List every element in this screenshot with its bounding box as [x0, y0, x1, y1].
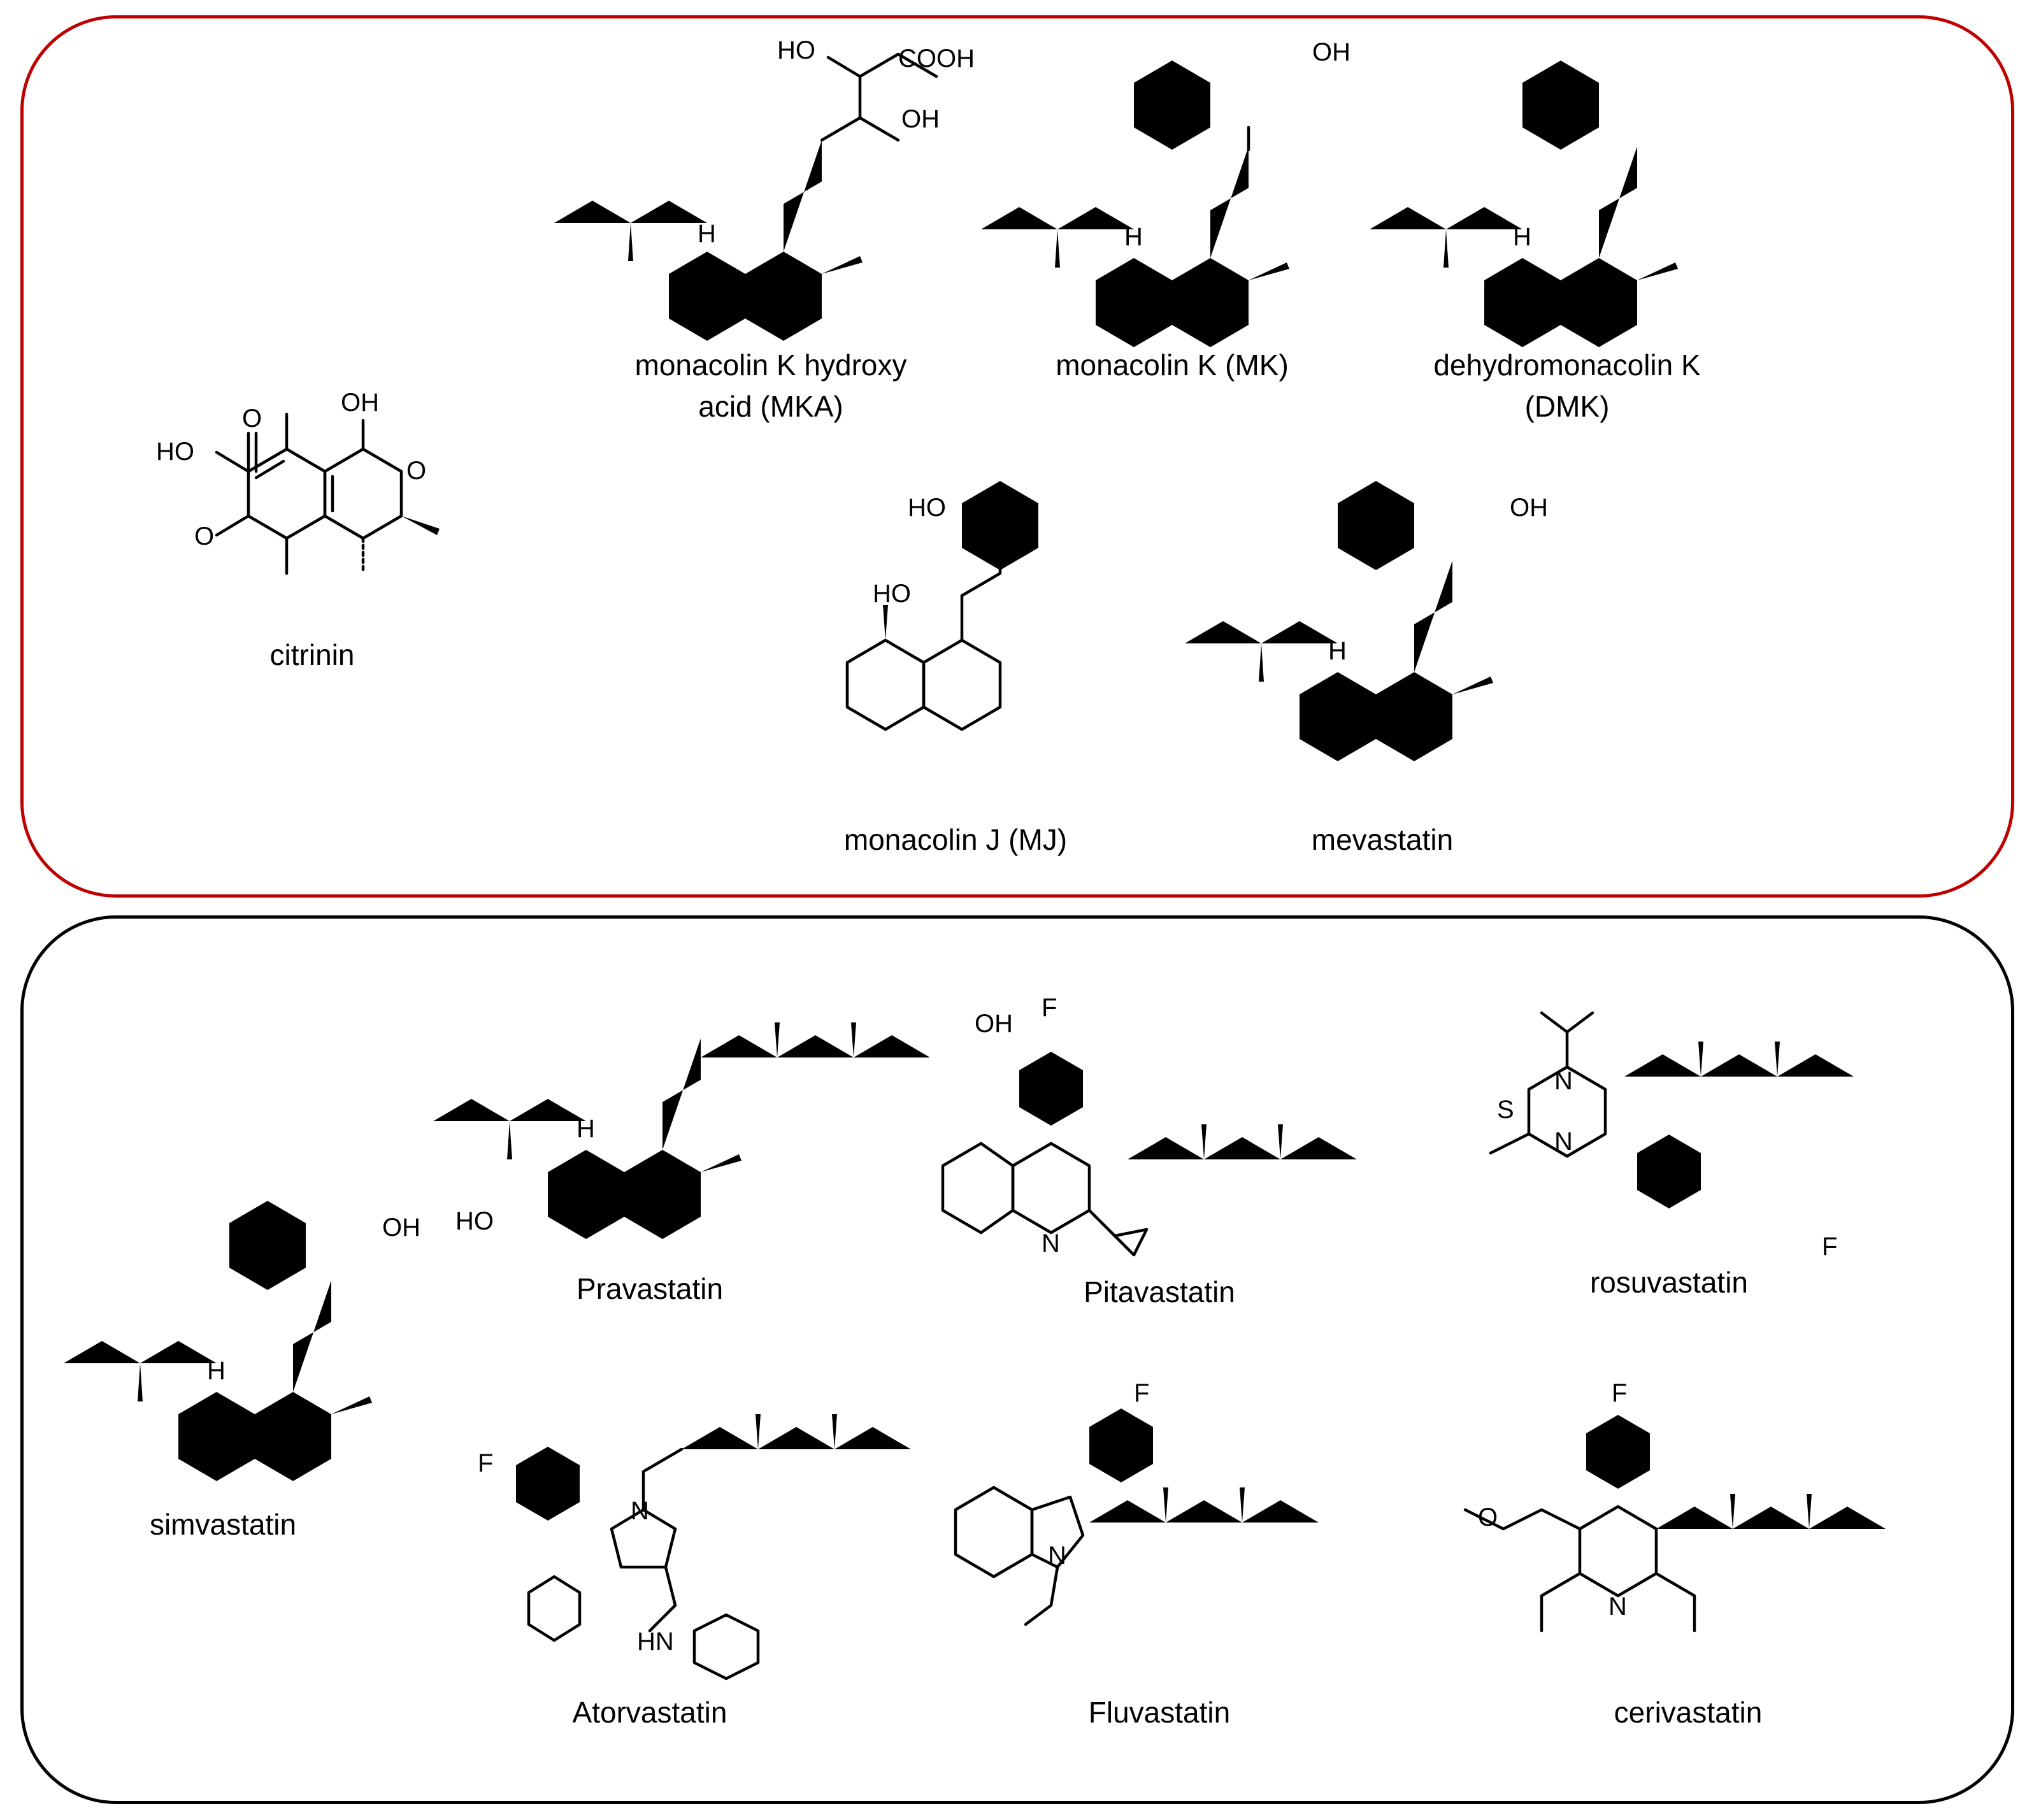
pravastatin-ho-label: HO — [455, 1207, 494, 1235]
atorvastatin-label: Atorvastatin — [572, 1696, 727, 1729]
rosuvastatin-n2-label: N — [1554, 1128, 1573, 1156]
atorvastatin-f-label: F — [478, 1449, 493, 1477]
natural-products-panel — [20, 15, 2014, 898]
citrinin-oh-label: OH — [341, 389, 379, 417]
pravastatin-oh-label: OH — [975, 1010, 1013, 1038]
mk-h-label: H — [1124, 223, 1143, 251]
dmk-label-line1: dehydromonacolin K — [1433, 348, 1701, 382]
mk-structure: OH H — [981, 38, 1350, 347]
simvastatin-label: simvastatin — [149, 1508, 297, 1541]
mevastatin-label: mevastatin — [1311, 823, 1454, 856]
citrinin-ring-o-label: O — [406, 457, 426, 485]
fluvastatin-n-label: N — [1048, 1542, 1066, 1570]
mka-h-label: H — [698, 220, 716, 248]
pravastatin-h-label: H — [577, 1115, 595, 1143]
dmk-label-line2: (DMK) — [1524, 390, 1610, 423]
atorvastatin-n-label: N — [631, 1497, 649, 1525]
cerivastatin-n-label: N — [1608, 1593, 1627, 1621]
simvastatin-h-label: H — [207, 1357, 226, 1385]
mj-ho-label: HO — [873, 580, 911, 608]
citrinin-label: citrinin — [269, 638, 355, 671]
mka-ho-label: HO — [777, 36, 815, 64]
pitavastatin-structure: N F — [941, 994, 1389, 1258]
mk-label: monacolin K (MK) — [1056, 348, 1289, 382]
mj-label: monacolin J (MJ) — [843, 823, 1068, 856]
citrinin-structure: OH HO O O O — [156, 389, 440, 575]
mka-label-line2: acid (MKA) — [698, 390, 843, 423]
mevastatin-structure: OH H — [1185, 477, 1548, 761]
citrinin-ho-label: HO — [156, 438, 194, 466]
mj-structure: HO HO — [845, 477, 1070, 731]
simvastatin-structure: OH H — [64, 1197, 420, 1481]
cerivastatin-f-label: F — [1612, 1379, 1627, 1407]
cerivastatin-o-label: O — [1478, 1503, 1498, 1531]
pitavastatin-label: Pitavastatin — [1084, 1275, 1235, 1308]
pitavastatin-f-label: F — [1042, 994, 1057, 1022]
mevastatin-oh-label: OH — [1510, 494, 1548, 522]
rosuvastatin-label: rosuvastatin — [1589, 1266, 1748, 1299]
fluvastatin-structure: N F — [954, 1379, 1350, 1626]
rosuvastatin-structure: S N N F — [1489, 1011, 1886, 1261]
mevastatin-h-label: H — [1328, 637, 1347, 665]
synthetic-statins-panel — [20, 915, 2014, 1804]
citrinin-keto-label: O — [194, 522, 214, 550]
mka-oh-label: OH — [901, 105, 940, 133]
pravastatin-label: Pravastatin — [576, 1272, 724, 1305]
fluvastatin-label: Fluvastatin — [1088, 1696, 1231, 1729]
atorvastatin-hn-label: HN — [637, 1628, 674, 1656]
mka-label-line1: monacolin K hydroxy — [634, 348, 907, 382]
mka-cooh-label: COOH — [898, 45, 975, 73]
pitavastatin-n-label: N — [1042, 1229, 1060, 1258]
mk-oh-label: OH — [1312, 38, 1350, 66]
mj-ho-top-label: HO — [908, 494, 946, 522]
cerivastatin-structure: N F O — [1463, 1379, 1917, 1633]
rosuvastatin-n1-label: N — [1554, 1067, 1573, 1095]
fluvastatin-f-label: F — [1134, 1379, 1149, 1407]
citrinin-o-label: O — [242, 405, 262, 433]
rosuvastatin-f-label: F — [1822, 1233, 1837, 1261]
rosuvastatin-s-label: S — [1497, 1096, 1514, 1124]
cerivastatin-label: cerivastatin — [1614, 1696, 1763, 1729]
mka-structure: COOH HO OH H — [554, 36, 975, 341]
dmk-structure: H — [1370, 57, 1678, 347]
dmk-h-label: H — [1513, 223, 1531, 251]
pravastatin-structure: OH HO H — [433, 1010, 1013, 1239]
atorvastatin-structure: N F HN — [478, 1414, 943, 1680]
simvastatin-oh-label: OH — [382, 1214, 420, 1242]
